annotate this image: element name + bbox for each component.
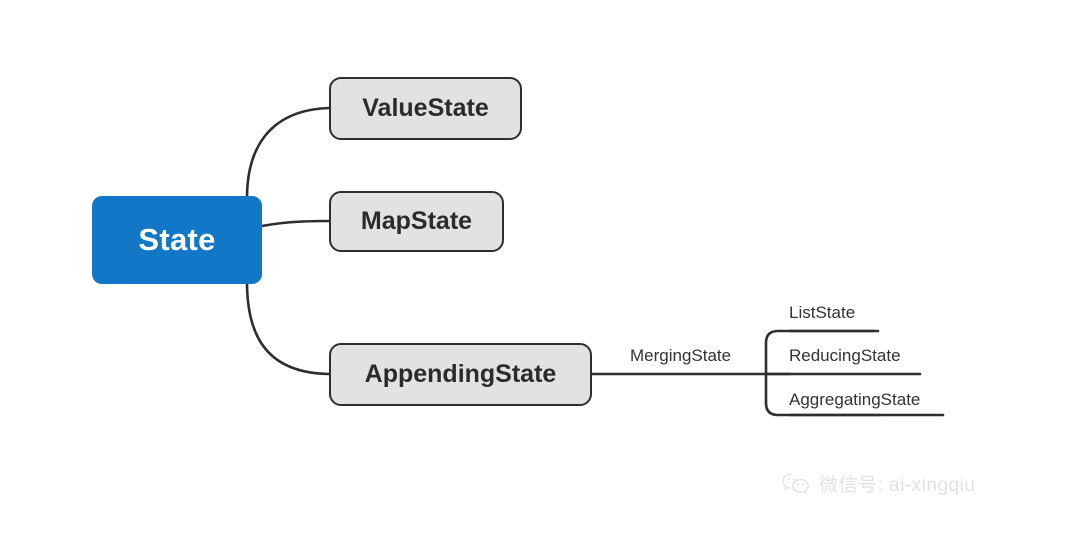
watermark-text: 微信号: ai-xingqiu — [819, 475, 976, 496]
edge-state-to-appendingstate — [245, 280, 331, 376]
edge-state-to-valuestate — [245, 106, 331, 200]
node-mapstate-label: MapState — [360, 207, 473, 235]
wechat-icon — [781, 472, 811, 496]
root-node-label: State — [138, 222, 216, 257]
leaf-label-reducingstate[interactable]: ReducingState — [789, 346, 901, 365]
watermark: 微信号: ai-xingqiu — [781, 470, 975, 497]
node-appendingstate-label: AppendingState — [364, 360, 557, 388]
node-valuestate[interactable]: ValueState — [329, 77, 522, 140]
root-node-state[interactable]: State — [92, 196, 262, 284]
node-mapstate[interactable]: MapState — [329, 191, 504, 252]
edge-label-mergingstate: MergingState — [630, 346, 732, 365]
node-valuestate-label: ValueState — [362, 94, 489, 122]
leaf-label-liststate[interactable]: ListState — [789, 303, 856, 322]
edge-state-to-mapstate — [250, 219, 331, 230]
leaf-label-aggregatingstate[interactable]: AggregatingState — [789, 390, 921, 409]
node-appendingstate[interactable]: AppendingState — [329, 343, 592, 406]
